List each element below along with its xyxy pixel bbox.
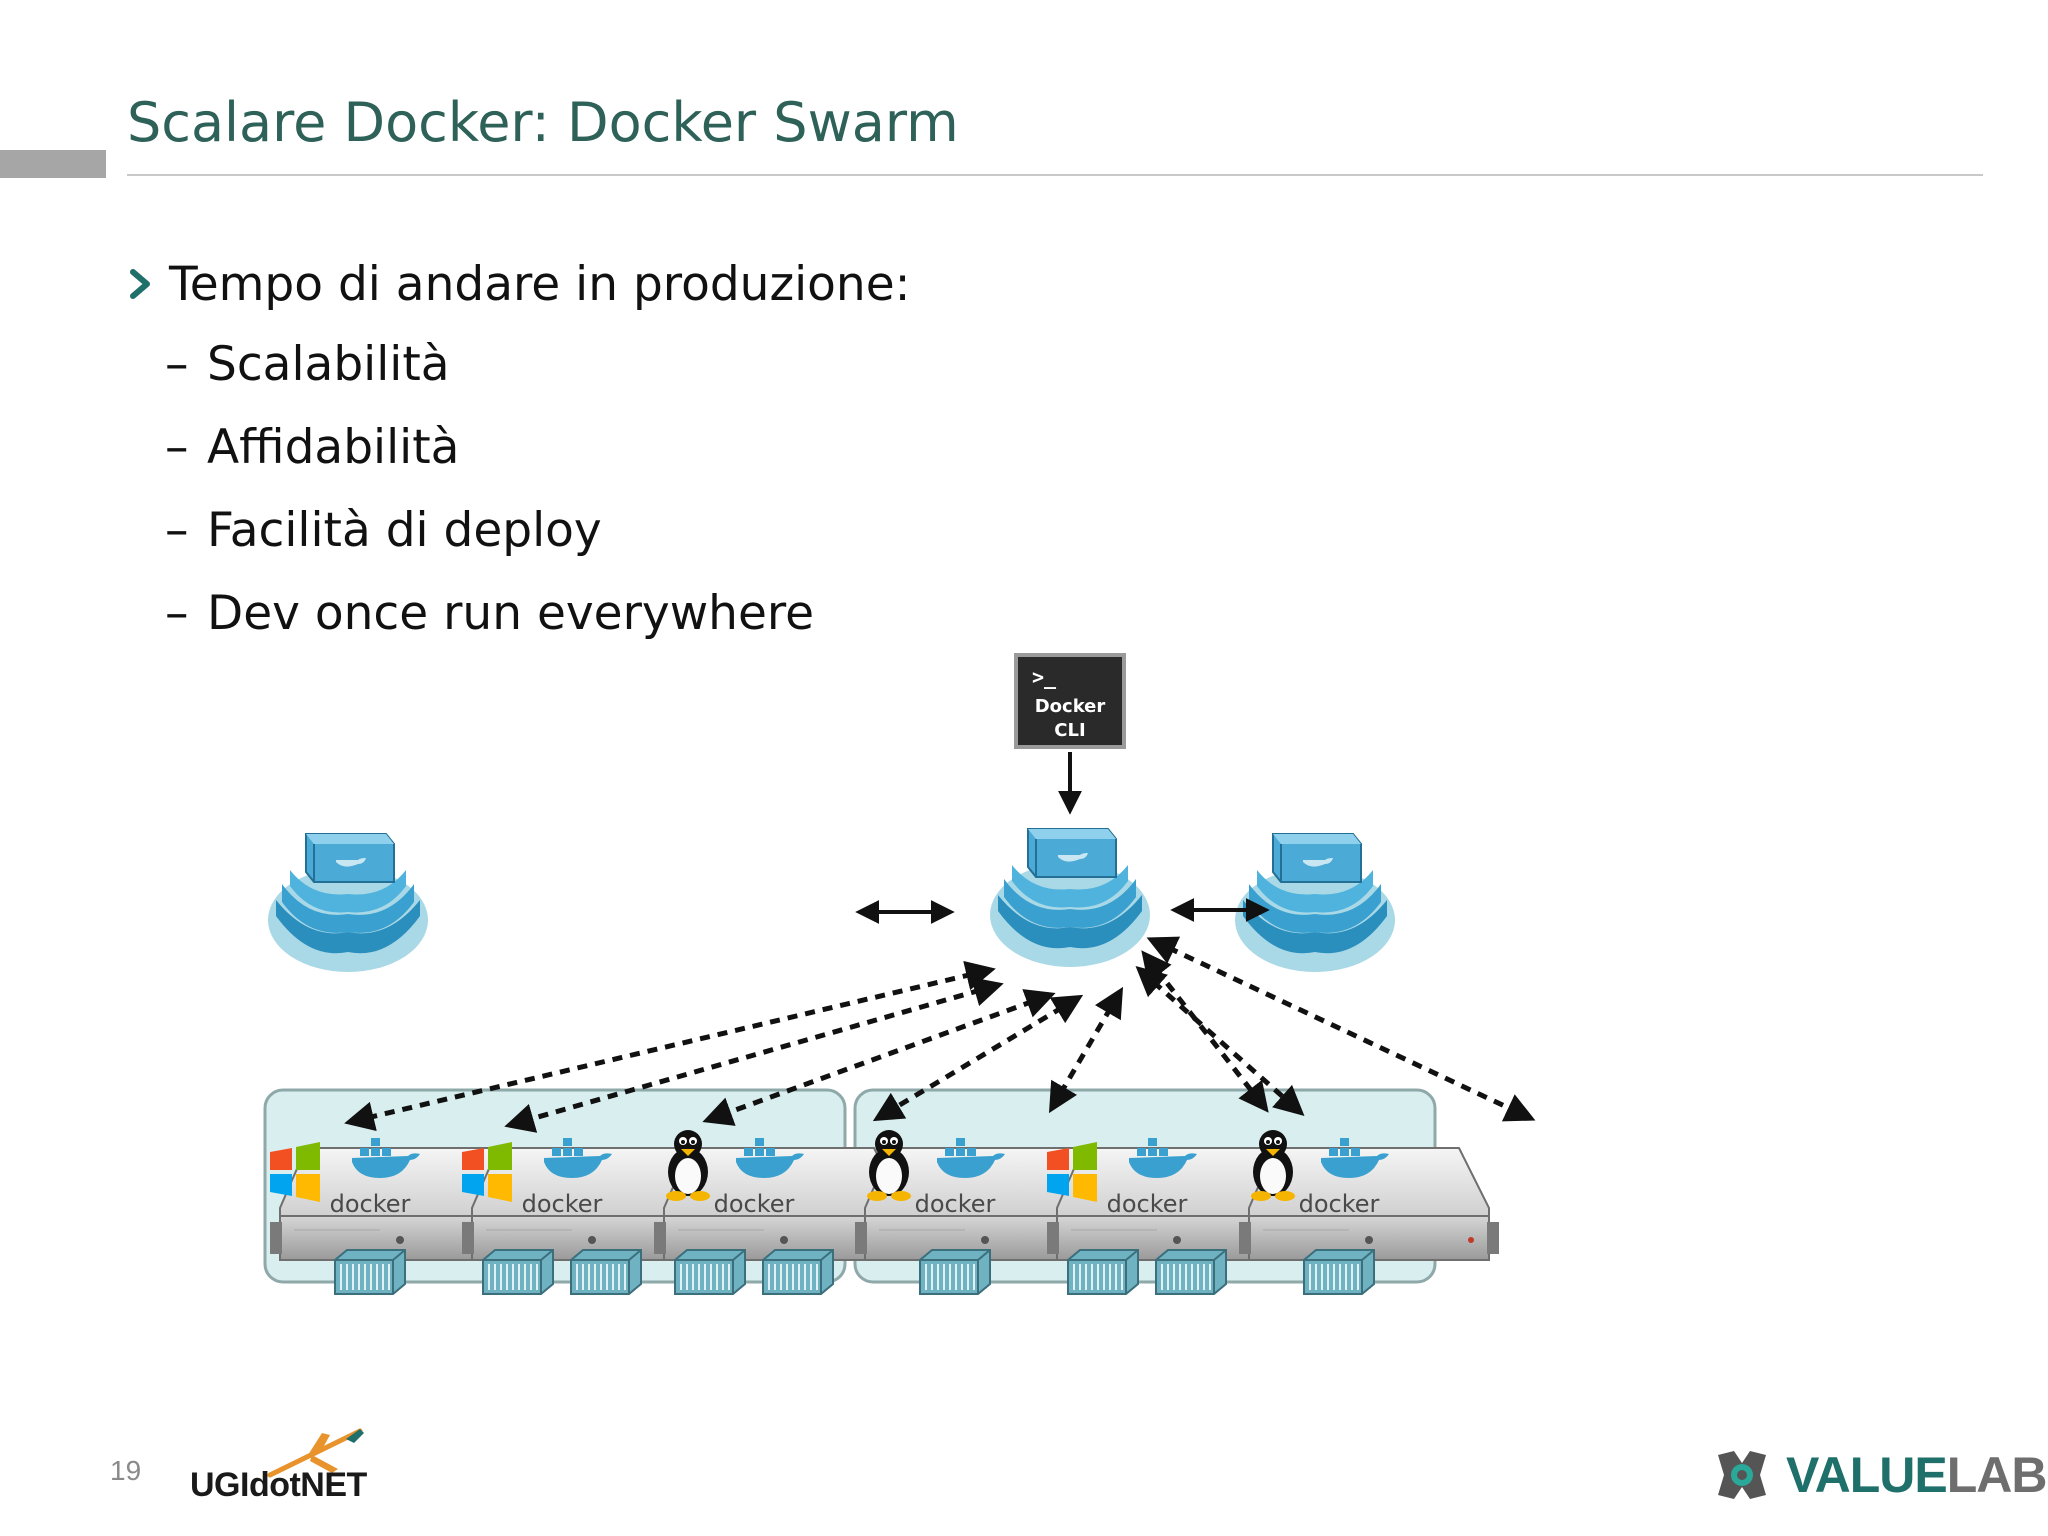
- valuelab-logo-part1: VALUE: [1786, 1447, 1948, 1503]
- cli-label-line2: CLI: [1054, 720, 1085, 741]
- worker-host: docker: [269, 1138, 531, 1261]
- ugidotnet-logo: UGIdotNET: [190, 1425, 370, 1505]
- docker-host-label: docker: [714, 1190, 795, 1218]
- sub-bullet-text: Scalabilità: [207, 337, 450, 392]
- title-divider: [127, 174, 1983, 176]
- valuelab-logo: VALUELAB: [1712, 1440, 2048, 1510]
- dash-marker: –: [165, 586, 189, 641]
- dash-marker: –: [165, 337, 189, 392]
- dash-marker: –: [165, 503, 189, 558]
- worker-host: docker: [1046, 1138, 1308, 1261]
- sub-bullet-text: Dev once run everywhere: [207, 586, 815, 641]
- sub-bullet-list: –Scalabilità –Affidabilità –Facilità di …: [165, 333, 814, 665]
- sub-bullet-item: –Scalabilità: [165, 333, 814, 416]
- main-bullet-text: Tempo di andare in produzione:: [169, 256, 911, 312]
- docker-host-label: docker: [1107, 1190, 1188, 1218]
- worker-link-arrow: [1146, 936, 1536, 1122]
- docker-host-label: docker: [522, 1190, 603, 1218]
- worker-hosts: docker docker docker docker docker docker: [269, 1130, 1500, 1295]
- cli-label-line1: Docker: [1035, 696, 1106, 717]
- valuelab-logo-part2: LAB: [1946, 1447, 2048, 1503]
- docker-host-label: docker: [915, 1190, 996, 1218]
- ugidotnet-logo-text: UGIdotNET: [190, 1466, 367, 1504]
- cli-prompt: >_: [1032, 665, 1057, 689]
- worker-link-arrow: [1048, 986, 1124, 1114]
- sub-bullet-item: –Affidabilità: [165, 416, 814, 499]
- swarm-manager-node: [989, 828, 1151, 968]
- valuelab-mark-icon: [1718, 1451, 1766, 1499]
- worker-host: docker: [461, 1138, 723, 1261]
- container-icon: [919, 1249, 991, 1295]
- swarm-manager-node: [267, 833, 429, 973]
- worker-host: docker: [854, 1130, 1116, 1261]
- container-icon: [334, 1249, 406, 1295]
- docker-host-label: docker: [1299, 1190, 1380, 1218]
- slide-title: Scalare Docker: Docker Swarm: [127, 91, 959, 154]
- container-icon: [482, 1249, 554, 1295]
- container-icon: [762, 1249, 834, 1295]
- container-icon: [674, 1249, 746, 1295]
- airplane-icon: [267, 1428, 364, 1478]
- sub-bullet-item: –Facilità di deploy: [165, 499, 814, 582]
- main-bullet: Tempo di andare in produzione:: [127, 252, 910, 316]
- sub-bullet-text: Affidabilità: [207, 420, 460, 475]
- container-icon: [1155, 1249, 1227, 1295]
- dash-marker: –: [165, 420, 189, 475]
- chevron-right-icon: [130, 269, 150, 299]
- docker-cli-box: >_ Docker CLI: [1014, 653, 1126, 749]
- worker-link-arrow: [872, 994, 1084, 1122]
- worker-host: docker: [1238, 1130, 1500, 1261]
- worker-host: docker: [653, 1130, 915, 1261]
- sub-bullet-text: Facilità di deploy: [207, 503, 602, 558]
- container-icon: [570, 1249, 642, 1295]
- side-accent-bar: [0, 150, 106, 178]
- sub-bullet-item: –Dev once run everywhere: [165, 582, 814, 665]
- docker-host-label: docker: [330, 1190, 411, 1218]
- swarm-manager-node: [1234, 833, 1396, 973]
- container-icon: [1067, 1249, 1139, 1295]
- page-number: 19: [110, 1455, 142, 1486]
- container-icon: [1303, 1249, 1375, 1295]
